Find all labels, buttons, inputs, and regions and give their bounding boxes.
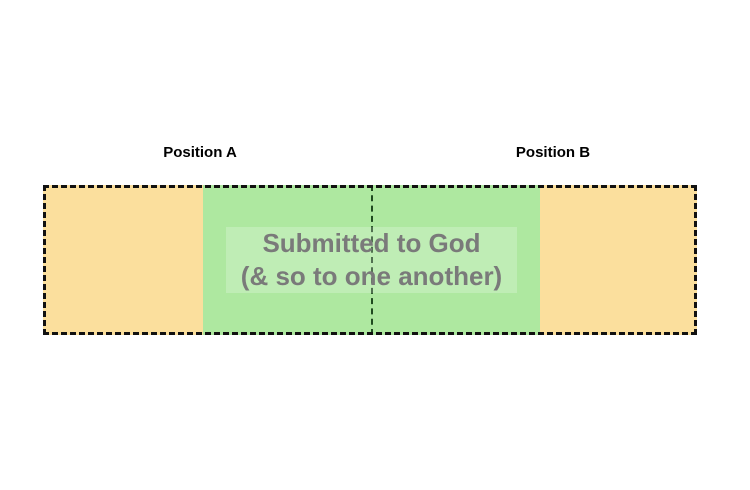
- overlap-caption-line-1: Submitted to God: [262, 228, 481, 258]
- positions-box: Submitted to God (& so to one another): [43, 185, 697, 335]
- overlap-caption: Submitted to God (& so to one another): [226, 227, 517, 293]
- dashed-outline: [43, 185, 697, 335]
- overlap-caption-line-2: (& so to one another): [240, 261, 503, 291]
- position-b-label: Position B: [515, 144, 591, 161]
- position-a-label: Position A: [163, 144, 237, 161]
- position-a-only-zone: [43, 185, 203, 335]
- position-b-only-zone: [540, 185, 697, 335]
- center-divider: [371, 185, 373, 335]
